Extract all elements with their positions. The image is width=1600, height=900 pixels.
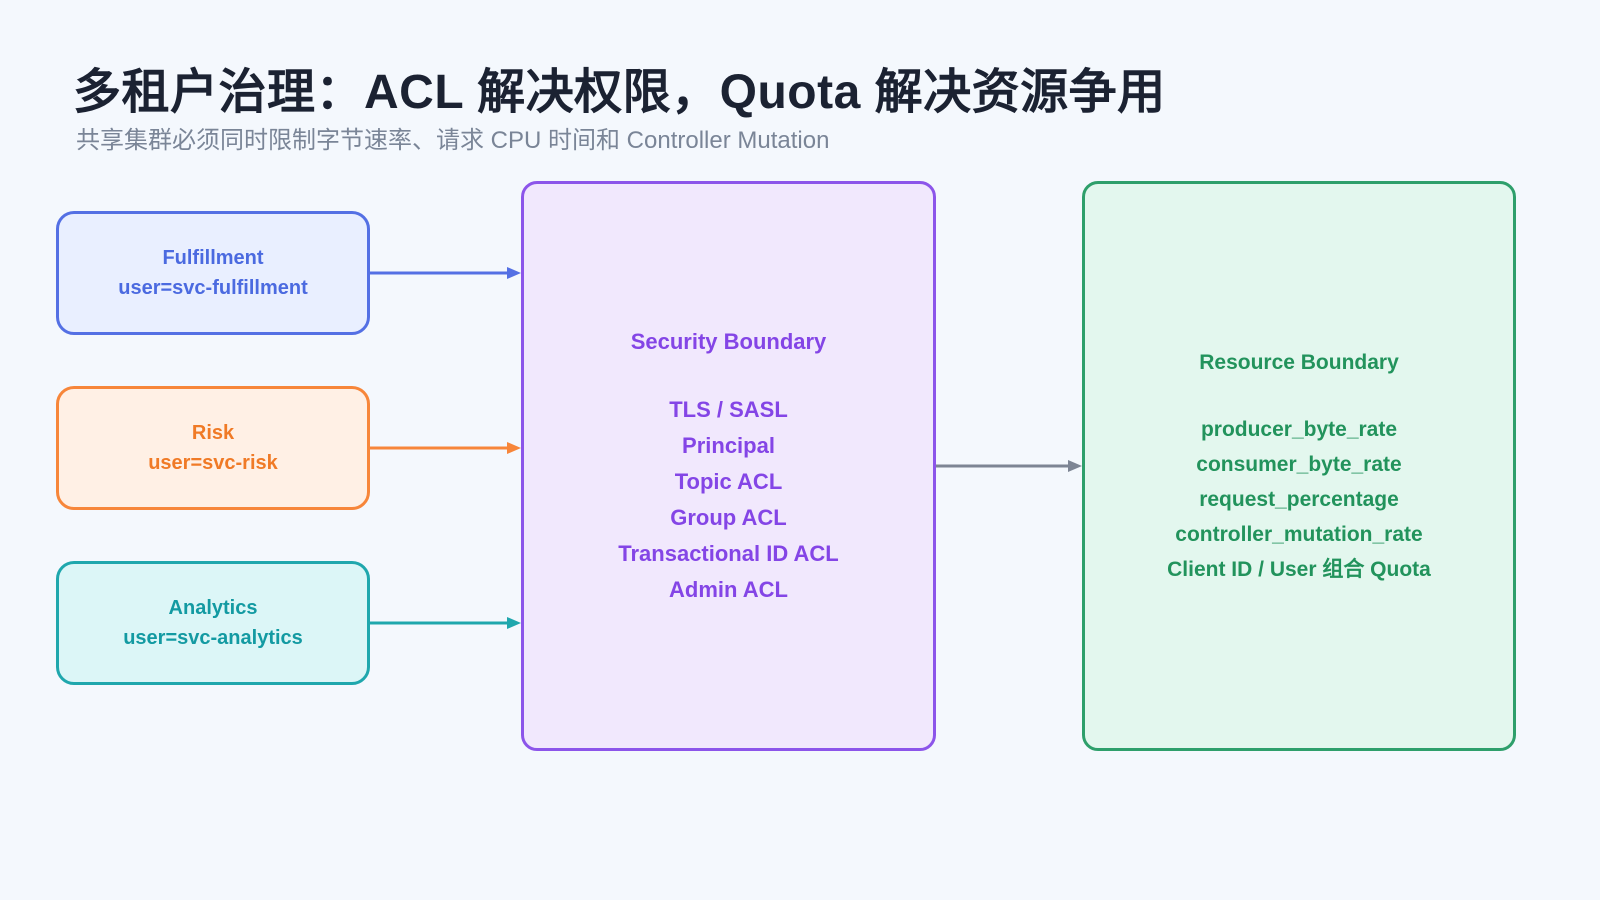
tenant-node-risk: Risk user=svc-risk (56, 386, 370, 510)
security-boundary-node: Security Boundary TLS / SASL Principal T… (521, 181, 936, 751)
tenant-user: user=svc-fulfillment (118, 277, 308, 299)
resource-boundary-title: Resource Boundary (1199, 351, 1399, 374)
page-subtitle: 共享集群必须同时限制字节速率、请求 CPU 时间和 Controller Mut… (76, 127, 830, 154)
tenant-user: user=svc-risk (148, 452, 278, 474)
resource-item: Client ID / User 组合 Quota (1167, 558, 1431, 581)
resource-item: request_percentage (1199, 488, 1399, 511)
security-item: Transactional ID ACL (618, 541, 839, 566)
security-item: Group ACL (670, 505, 787, 530)
tenant-user: user=svc-analytics (123, 627, 303, 649)
tenant-node-fulfillment: Fulfillment user=svc-fulfillment (56, 211, 370, 335)
arrowhead-fulfillment (507, 267, 521, 279)
security-item: Principal (682, 433, 775, 458)
tenant-name: Risk (191, 422, 235, 444)
resource-item: producer_byte_rate (1200, 418, 1398, 441)
tenant-name: Analytics (168, 597, 258, 619)
security-boundary-title: Security Boundary (630, 329, 827, 354)
security-item: Topic ACL (674, 469, 783, 494)
tenant-name: Fulfillment (162, 247, 264, 269)
resource-item: controller_mutation_rate (1175, 523, 1423, 546)
security-item: TLS / SASL (669, 397, 788, 422)
security-item: Admin ACL (669, 577, 788, 602)
arrowhead-resource (1068, 460, 1082, 472)
arrowhead-risk (507, 442, 521, 454)
resource-boundary-node: Resource Boundary producer_byte_rate con… (1082, 181, 1516, 751)
arrowhead-analytics (507, 617, 521, 629)
resource-item: consumer_byte_rate (1196, 453, 1402, 476)
page-title: 多租户治理：ACL 解决权限，Quota 解决资源争用 (73, 66, 1166, 119)
tenant-node-analytics: Analytics user=svc-analytics (56, 561, 370, 685)
